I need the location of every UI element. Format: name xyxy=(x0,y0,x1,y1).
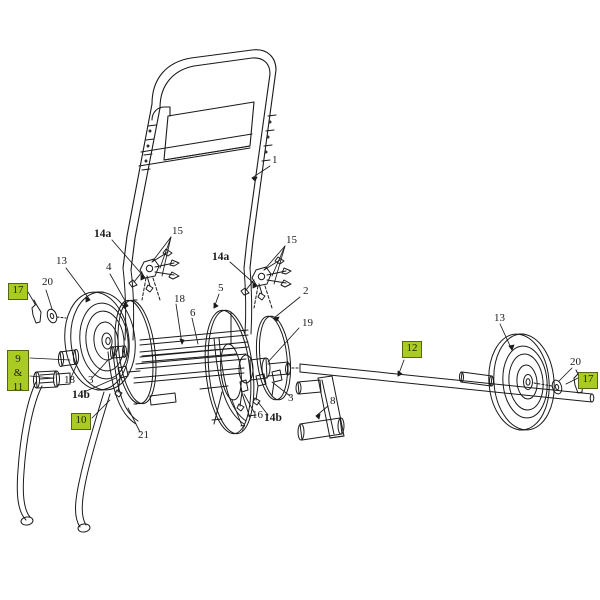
callout-2: 2 xyxy=(303,285,309,297)
callout-15-right: 15 xyxy=(286,234,297,246)
bolt-group-right xyxy=(240,256,292,309)
highlight-callout-10[interactable]: 10 xyxy=(71,413,91,430)
highlight-callout-17-right[interactable]: 17 xyxy=(578,372,598,389)
reel-flange-right xyxy=(255,315,292,401)
callout-13-left: 13 xyxy=(56,255,67,267)
right-pin-washer xyxy=(533,369,584,395)
callout-21: 21 xyxy=(138,429,149,441)
callout-20-left: 20 xyxy=(42,276,53,288)
callout-14b-right: 14b xyxy=(264,412,282,424)
callout-3-left: 3 xyxy=(88,374,94,386)
callout-19: 19 xyxy=(302,317,313,329)
callout-14a-left: 14a xyxy=(94,228,112,240)
left-wheel xyxy=(64,291,136,391)
reel-flange-left xyxy=(114,299,157,405)
callout-20-right: 20 xyxy=(570,356,581,368)
leader-hose xyxy=(75,391,111,533)
reel-drum xyxy=(133,309,291,435)
callout-15-left: 15 xyxy=(172,225,183,237)
callout-16: 16 xyxy=(252,409,263,421)
highlight-callout-9-and-11[interactable]: 9 & 11 xyxy=(7,350,29,393)
lower-bolts-right xyxy=(236,369,283,412)
axle-stub xyxy=(459,371,494,387)
left-pin-washer xyxy=(31,299,67,324)
callout-18-bottom: 18 xyxy=(64,374,75,386)
hose-guides xyxy=(107,337,247,425)
callout-14a-right: 14a xyxy=(212,251,230,263)
callout-4: 4 xyxy=(106,261,112,273)
callout-5: 5 xyxy=(218,282,224,294)
callout-3-right: 3 xyxy=(288,392,294,404)
callout-6: 6 xyxy=(190,307,196,319)
callout-13-right: 13 xyxy=(494,312,505,324)
inlet-hose xyxy=(16,381,43,526)
callout-8: 8 xyxy=(330,395,336,407)
callout-leader-lines xyxy=(27,165,579,433)
crank-handle xyxy=(295,375,345,441)
right-wheel xyxy=(488,333,555,431)
highlight-callout-12[interactable]: 12 xyxy=(402,341,422,358)
callout-1: 1 xyxy=(272,154,278,166)
callout-14b-left: 14b xyxy=(72,389,90,401)
highlight-callout-17-left[interactable]: 17 xyxy=(8,283,28,300)
callout-18-top: 18 xyxy=(174,293,185,305)
bolt-group-left xyxy=(128,248,180,301)
handle-frame xyxy=(122,49,277,271)
callout-7: 7 xyxy=(240,423,246,435)
